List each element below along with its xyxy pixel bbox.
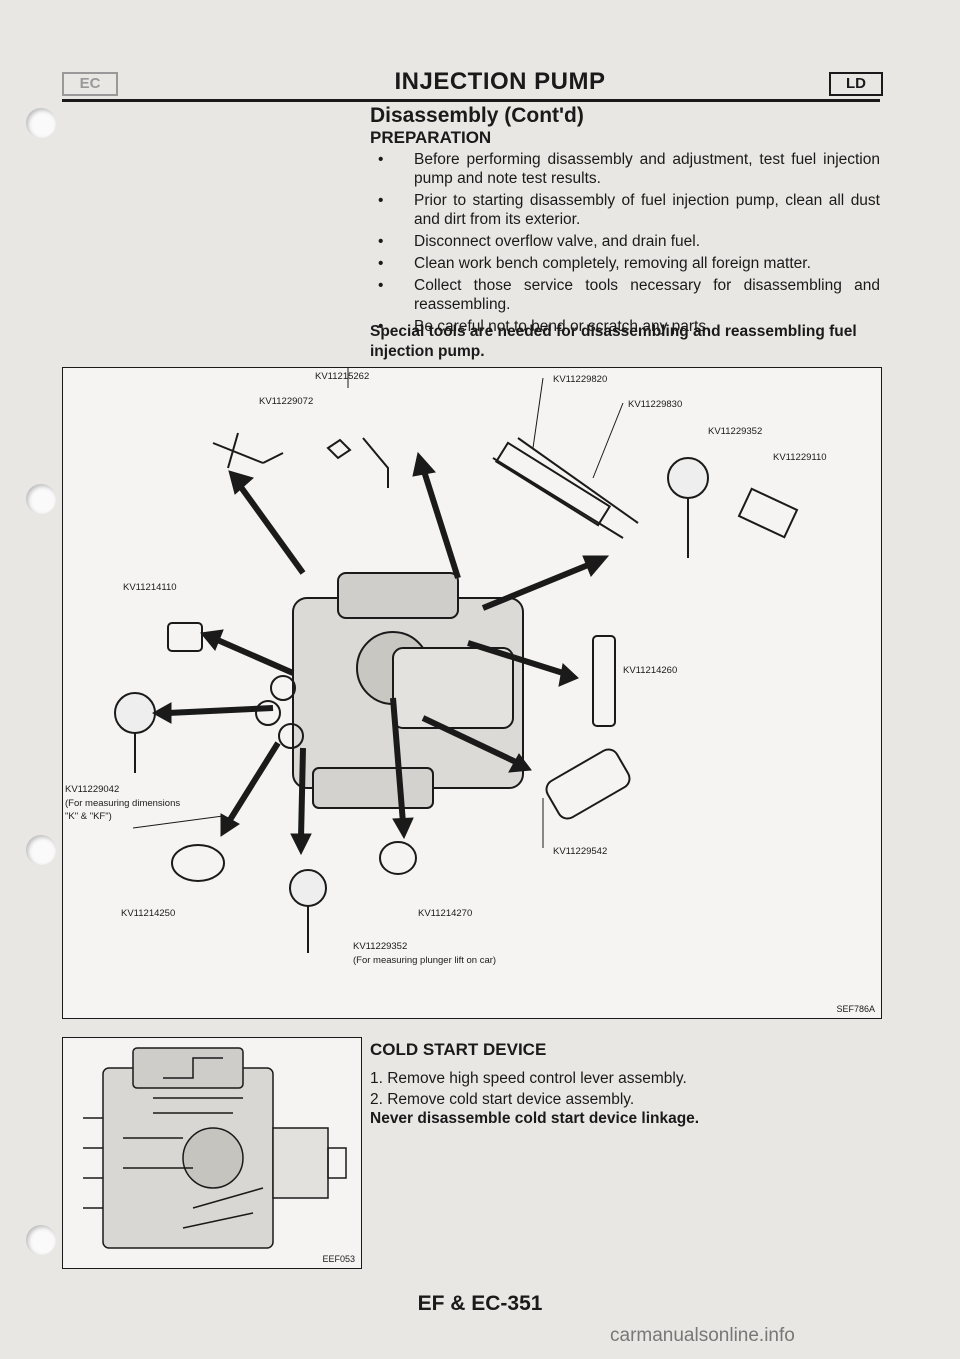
page-title: INJECTION PUMP <box>394 68 606 95</box>
tool-label: (For measuring plunger lift on car) <box>353 955 497 966</box>
figure-code: SEF786A <box>836 1004 875 1014</box>
cold-start-heading: COLD START DEVICE <box>370 1040 547 1059</box>
tool-label: (For measuring dimensions <box>65 798 181 809</box>
list-item: Collect those service tools necessary fo… <box>370 276 880 314</box>
list-item: 2. Remove cold start device assembly. <box>370 1091 635 1108</box>
tool-label: KV11229820 <box>553 374 608 385</box>
tool-label: KV11229352 <box>708 426 763 437</box>
page-number: EF & EC-351 <box>417 1292 543 1315</box>
section-subtitle: Disassembly (Cont'd) <box>370 104 584 127</box>
tool-label: "K" & "KF") <box>65 811 112 822</box>
list-item: 1. Remove high speed control lever assem… <box>370 1070 687 1087</box>
special-tools-figure: KV11215262 KV11229072 KV11229820 KV11229… <box>62 367 882 1019</box>
tool-label: KV11214270 <box>418 908 473 919</box>
figure-code: EEF053 <box>322 1254 355 1264</box>
binder-hole <box>26 1225 56 1255</box>
tool-label: KV11229042 <box>65 784 120 795</box>
section-tag-left: EC <box>62 72 118 96</box>
cold-start-warning: Never disassemble cold start device link… <box>370 1110 700 1127</box>
list-item: Clean work bench completely, removing al… <box>370 254 880 273</box>
cold-start-steps: 1. Remove high speed control lever assem… <box>370 1068 687 1110</box>
tool-label: KV11229110 <box>773 452 827 463</box>
preparation-heading: PREPARATION <box>370 128 492 147</box>
list-item: Disconnect overflow valve, and drain fue… <box>370 232 880 251</box>
list-item: Be careful not to bend or scratch any pa… <box>370 317 880 336</box>
list-item: Before performing disassembly and adjust… <box>370 150 880 188</box>
preparation-list: Before performing disassembly and adjust… <box>370 150 880 339</box>
section-tag-right: LD <box>829 72 883 96</box>
tool-label: KV11229542 <box>553 846 608 857</box>
tool-label: KV11215262 <box>315 371 370 382</box>
tool-label: KV11214250 <box>121 908 176 919</box>
tools-illustration <box>114 368 799 953</box>
tool-label: KV11214260 <box>623 665 678 676</box>
pump-illustration <box>83 1047 347 1249</box>
tool-label: KV11229352 <box>353 941 408 952</box>
special-tools-note: Special tools are needed for disassembli… <box>370 323 857 360</box>
header-rule <box>62 99 880 102</box>
list-item: Prior to starting disassembly of fuel in… <box>370 191 880 229</box>
binder-hole <box>26 484 56 514</box>
cold-start-figure: EEF053 <box>62 1037 362 1269</box>
binder-hole <box>26 835 56 865</box>
watermark: carmanualsonline.info <box>610 1325 795 1346</box>
binder-hole <box>26 108 56 138</box>
tool-label: KV11214110 <box>123 582 177 593</box>
tool-label: KV11229072 <box>259 396 314 407</box>
tool-label: KV11229830 <box>628 399 683 410</box>
